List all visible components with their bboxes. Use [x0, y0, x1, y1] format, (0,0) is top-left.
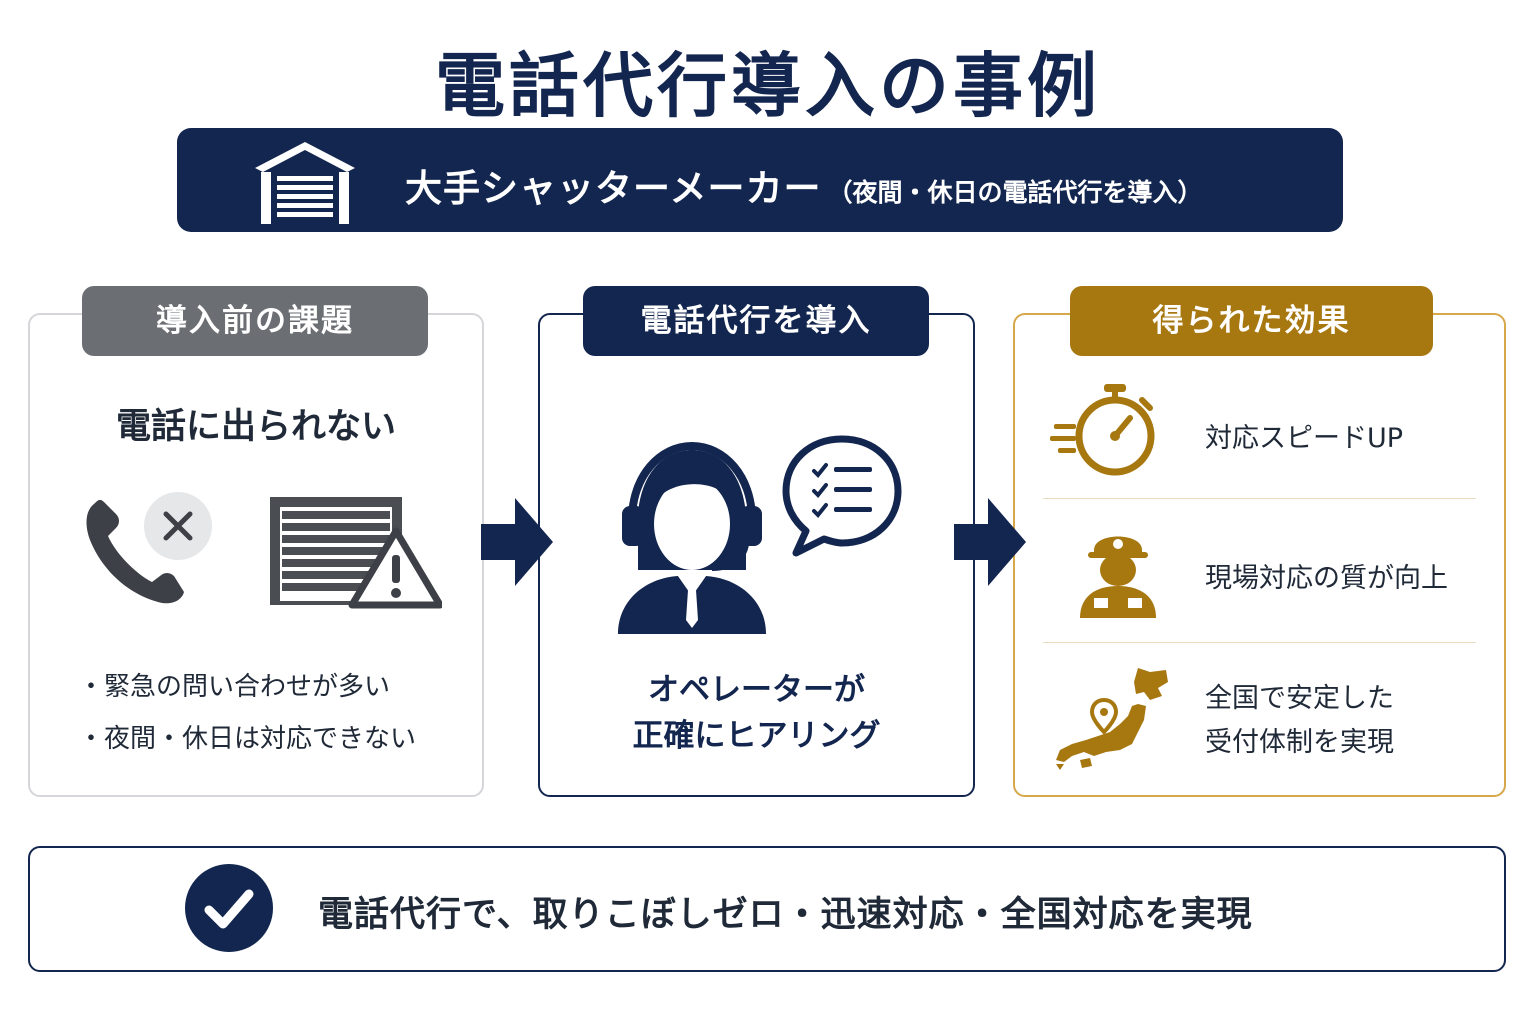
effect-nationwide-text-line2: 受付体制を実現 — [1205, 727, 1394, 758]
operator-text-line1: オペレーターが — [648, 672, 865, 708]
technician-icon — [1078, 524, 1158, 618]
summary-box — [28, 846, 1506, 972]
checklist-speech-bubble-icon — [780, 433, 904, 557]
operator-text-line2: 正確にヒアリング — [632, 718, 881, 754]
service-panel — [538, 313, 975, 797]
banner-subtitle: （夜間・休日の電話代行を導入） — [827, 178, 1203, 207]
problem-bullet: ・緊急の問い合わせが多い — [78, 672, 391, 702]
problem-bullet: ・夜間・休日は対応できない — [78, 724, 417, 754]
before-label: 導入前の課題 — [82, 286, 428, 356]
problem-headline: 電話に出られない — [115, 407, 396, 447]
company-banner: 大手シャッターメーカー（夜間・休日の電話代行を導入） — [177, 128, 1343, 232]
summary-text: 電話代行で、取りこぼしゼロ・迅速対応・全国対応を実現 — [318, 895, 1253, 935]
operator-headset-icon — [616, 440, 768, 634]
service-label: 電話代行を導入 — [583, 286, 929, 356]
divider — [1043, 498, 1476, 499]
effect-speed-text: 対応スピードUP — [1205, 423, 1404, 454]
banner-text: 大手シャッターメーカー（夜間・休日の電話代行を導入） — [405, 158, 1203, 212]
arrow-right-icon — [954, 494, 1026, 590]
divider — [1043, 642, 1476, 643]
arrow-right-icon — [481, 494, 553, 590]
japan-map-icon — [1050, 664, 1170, 770]
effect-nationwide-text-line1: 全国で安定した — [1205, 683, 1394, 714]
phone-missed-icon — [80, 490, 220, 606]
stopwatch-icon — [1050, 384, 1158, 480]
check-circle-icon — [185, 864, 273, 952]
banner-company-name: 大手シャッターメーカー — [405, 167, 822, 210]
effect-quality-text: 現場対応の質が向上 — [1205, 563, 1448, 594]
garage-shutter-icon — [247, 138, 363, 224]
effects-label: 得られた効果 — [1070, 286, 1433, 356]
shutter-warning-icon — [268, 493, 442, 609]
page-title: 電話代行導入の事例 — [435, 45, 1101, 127]
